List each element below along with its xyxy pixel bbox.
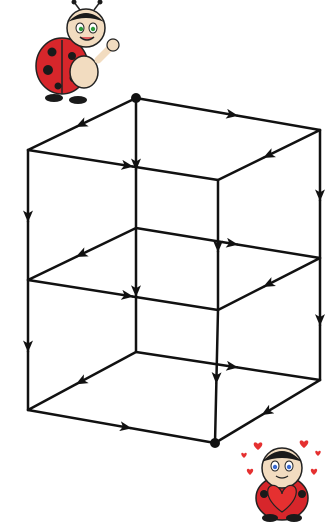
- edge-segment: [133, 297, 219, 311]
- edge-arrow: [262, 380, 320, 415]
- edge-segment: [28, 127, 77, 150]
- edge-arrow: [28, 150, 133, 167]
- edge-segment: [218, 158, 264, 181]
- edge-arrow: [136, 228, 237, 245]
- end-node: [210, 438, 220, 448]
- start-node: [131, 93, 141, 103]
- ladybug-waving-icon: [36, 0, 119, 104]
- ladybug-holding-heart-icon: [241, 440, 320, 522]
- edge-arrow: [77, 352, 136, 384]
- edge-segment: [237, 367, 320, 380]
- edge-arrow: [216, 310, 218, 383]
- edge-segment: [237, 116, 320, 130]
- edge-arrow: [77, 228, 136, 257]
- edge-segment: [28, 384, 77, 410]
- edge-arrow: [264, 130, 320, 158]
- edge-arrow: [28, 280, 133, 297]
- edge-segment: [215, 383, 216, 443]
- edge-segment: [28, 257, 77, 280]
- edge-segment: [133, 167, 219, 181]
- edge-arrow: [77, 98, 136, 127]
- edge-segment: [237, 245, 320, 259]
- edge-segment: [215, 415, 262, 443]
- edge-arrow: [264, 258, 320, 287]
- edge-arrow: [136, 352, 237, 367]
- edge-segment: [218, 287, 264, 310]
- edge-segment: [131, 428, 215, 443]
- edge-arrow: [28, 410, 131, 428]
- edge-arrow: [136, 98, 237, 116]
